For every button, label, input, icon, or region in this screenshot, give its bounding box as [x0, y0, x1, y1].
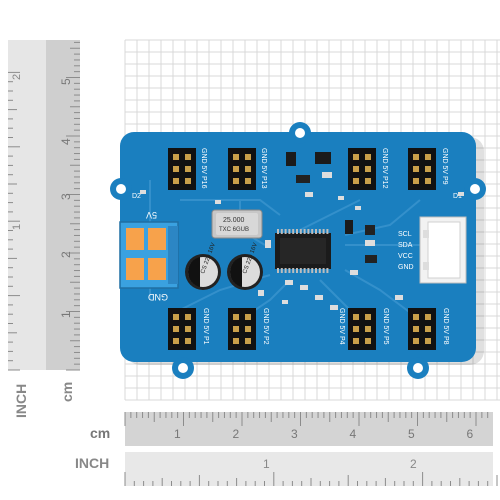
pin-header	[168, 148, 196, 190]
pcb-board: GND 5V P16 GND 5V P13 GND 5V P12 GND 5V …	[110, 122, 486, 379]
left-ruler: 2 1 5 4 3 2 1 INCH cm	[8, 40, 80, 418]
left-unit-inch: INCH	[13, 384, 29, 418]
silk-bottom-4: GND 5V P5	[382, 308, 389, 345]
smd-component	[458, 192, 464, 196]
smd-component	[315, 295, 323, 300]
silk-bottom-5: GND 5V P8	[442, 308, 449, 345]
capacitor-1	[185, 254, 221, 290]
smd-component	[286, 152, 296, 166]
power-label-5v: 5V	[146, 210, 157, 220]
smd-component	[315, 152, 331, 164]
left-cm-label-2: 2	[59, 251, 73, 258]
bottom-ruler-cm: cm 1 2 3 4 5 6	[90, 412, 493, 446]
bottom-cm-label: 4	[350, 427, 357, 441]
crystal-text-1: 25.000	[223, 217, 245, 224]
smd-component	[282, 300, 288, 304]
left-cm-label-4: 4	[59, 138, 73, 145]
smd-component	[296, 175, 310, 183]
pin-header	[228, 148, 256, 190]
pin-header	[348, 308, 376, 350]
smd-component	[305, 192, 313, 197]
grove-pin-sda: SDA	[398, 242, 413, 249]
smd-component	[365, 255, 377, 263]
smd-component	[365, 240, 375, 246]
bottom-cm-label: 3	[291, 427, 298, 441]
left-inch-label-1: 1	[11, 224, 23, 230]
smd-component	[350, 270, 358, 275]
grove-pin-gnd: GND	[398, 264, 414, 271]
smd-component	[140, 190, 146, 194]
pin-header	[348, 148, 376, 190]
bottom-ruler-inch: INCH 1 2	[75, 452, 498, 486]
led-label-d1: D1	[453, 193, 462, 200]
smd-component	[322, 172, 332, 178]
bottom-cm-label: 2	[233, 427, 240, 441]
smd-component	[215, 200, 221, 204]
silk-bottom-3: GND 5V P4	[338, 308, 345, 345]
grove-pin-vcc: VCC	[398, 253, 413, 260]
bottom-inch-label-2: 2	[410, 457, 417, 471]
pin-header	[408, 148, 436, 190]
silk-top-1: GND 5V P16	[200, 148, 207, 189]
smd-component	[345, 220, 353, 234]
smd-component	[355, 206, 361, 210]
silk-top-4: GND 5V P9	[441, 148, 448, 185]
grove-connector	[419, 216, 467, 284]
left-inch-label-2: 2	[11, 74, 23, 80]
left-cm-label-3: 3	[59, 193, 73, 200]
pin-header	[168, 308, 196, 350]
smd-component	[265, 240, 271, 248]
left-cm-label-5: 5	[59, 78, 73, 85]
smd-component	[258, 290, 264, 296]
smd-component	[300, 285, 308, 290]
bottom-unit-cm: cm	[90, 425, 110, 441]
left-cm-label-1: 1	[59, 311, 73, 318]
silk-bottom-1: GND 5V P1	[202, 308, 209, 345]
grove-pin-scl: SCL	[398, 231, 412, 238]
smd-component	[285, 280, 293, 285]
capacitor-2	[227, 254, 263, 290]
bottom-unit-inch: INCH	[75, 455, 109, 471]
pwm-driver-ic	[275, 229, 331, 273]
silk-bottom-2: GND 5V P2	[262, 308, 269, 345]
crystal-oscillator	[211, 209, 263, 239]
smd-component	[365, 225, 375, 235]
pin-header	[228, 308, 256, 350]
power-terminal-block	[119, 221, 179, 289]
bottom-inch-label-1: 1	[263, 457, 270, 471]
smd-component	[395, 295, 403, 300]
led-label-d2: D2	[132, 193, 141, 200]
crystal-text-2: TXC 6GUB	[219, 227, 249, 233]
silk-top-3: GND 5V P12	[381, 148, 388, 189]
bottom-cm-label: 6	[467, 427, 474, 441]
left-unit-cm: cm	[59, 382, 75, 402]
silk-top-2: GND 5V P13	[260, 148, 267, 189]
smd-component	[338, 196, 344, 200]
smd-component	[330, 305, 338, 310]
bottom-cm-label: 1	[174, 427, 181, 441]
pin-header	[408, 308, 436, 350]
power-label-gnd: GND	[148, 292, 169, 302]
bottom-cm-label: 5	[408, 427, 415, 441]
